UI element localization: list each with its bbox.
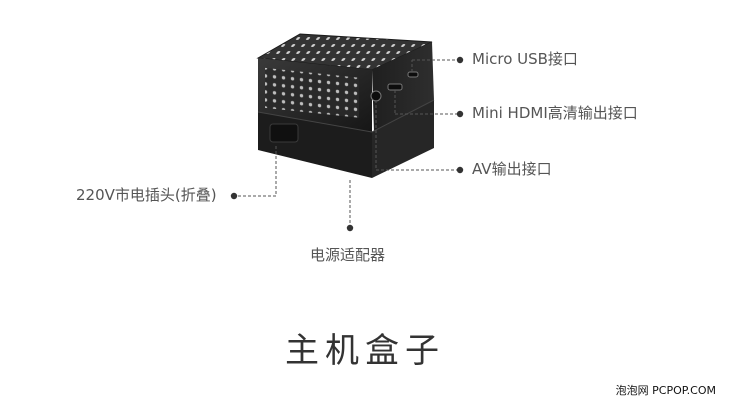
label-plug: 220V市电插头(折叠) — [76, 186, 217, 204]
watermark: 泡泡网 PCPOP.COM — [615, 384, 716, 397]
label-micro-usb: Micro USB接口 — [472, 50, 578, 68]
page-title: 主机盒子 — [285, 331, 445, 371]
label-av: AV输出接口 — [472, 160, 552, 178]
callout-lines — [236, 59, 458, 226]
callout-dots — [230, 56, 464, 232]
device-body — [256, 33, 435, 178]
label-adapter: 电源适配器 — [310, 246, 386, 264]
label-mini-hdmi: Mini HDMI高清输出接口 — [472, 104, 638, 122]
